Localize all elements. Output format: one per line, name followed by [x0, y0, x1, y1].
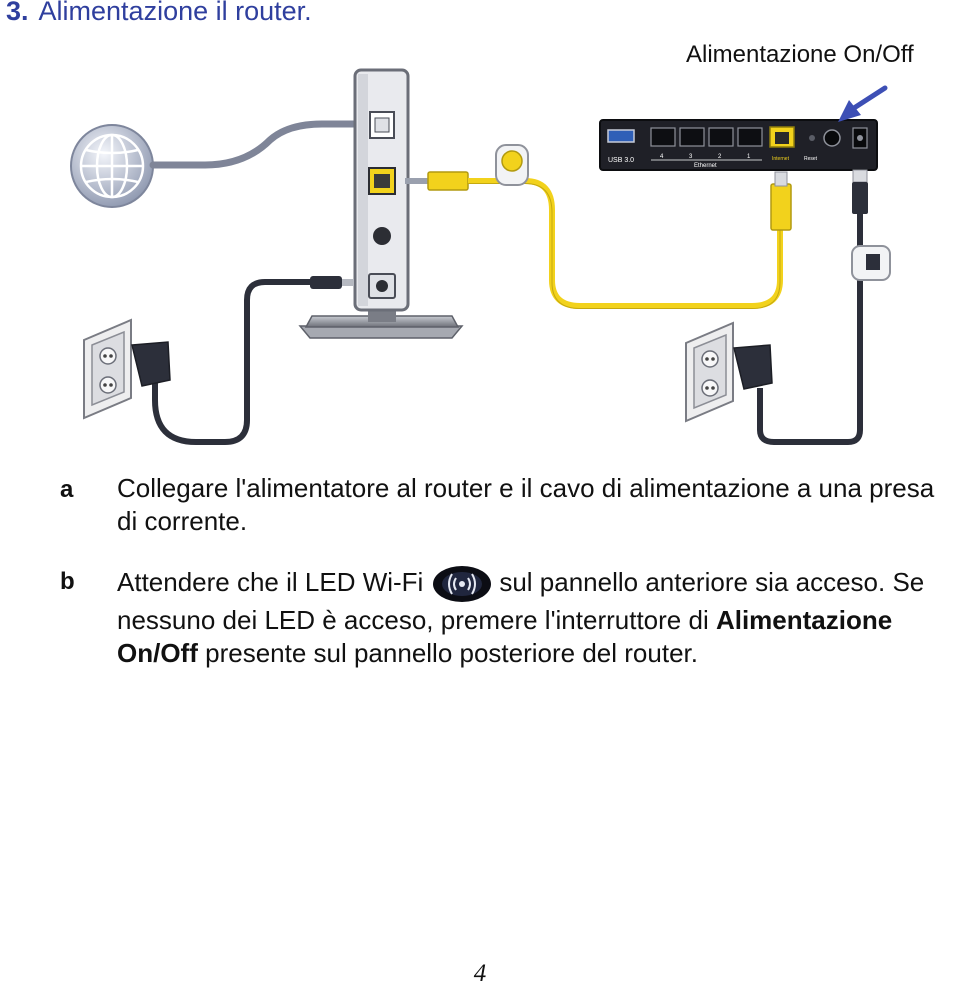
- phone-cable: [149, 120, 374, 169]
- wifi-led-icon: [433, 566, 492, 602]
- ferrite-bead-power: [851, 245, 891, 281]
- lan-port-4-label: 4: [660, 154, 664, 160]
- step-a-text: Collegare l'alimentatore al router e il …: [117, 473, 935, 536]
- reset-button: [809, 135, 815, 141]
- ethernet-plug-modem: [427, 171, 469, 191]
- reset-label: Reset: [804, 156, 818, 162]
- router-back-panel: USB 3.0 4 3 2 1 Ethernet Internet Reset: [599, 119, 878, 171]
- power-switch-arrow-icon: [838, 85, 888, 122]
- section-number: 3.: [6, 0, 29, 26]
- modem-power-cable: [152, 279, 312, 445]
- router-power-cable: [757, 214, 863, 445]
- lan-port-1-label: 1: [747, 154, 751, 160]
- step-b-bold-power-switch: Alimentazione On/Off: [117, 605, 893, 668]
- power-switch-icon: [823, 129, 841, 147]
- router-setup-illustration: USB 3.0 4 3 2 1 Ethernet Internet Reset: [70, 68, 891, 445]
- internet-port-label: Internet: [772, 156, 790, 162]
- ethernet-cable: [468, 178, 783, 309]
- step-b-text-end: presente sul pannello posteriore del rou…: [205, 638, 698, 668]
- step-b-text-start: Attendere che il LED Wi-Fi: [117, 566, 424, 597]
- page-number: 4: [473, 960, 487, 987]
- modem-device: [298, 68, 464, 339]
- step-b-letter: b: [60, 568, 75, 595]
- step-a-letter: a: [60, 476, 74, 503]
- lan-port-3-label: 3: [689, 154, 693, 160]
- usb-port-label: USB 3.0: [608, 157, 634, 164]
- power-switch-callout: Alimentazione On/Off: [686, 41, 914, 68]
- modem-power-plug: [310, 276, 342, 289]
- wall-outlet-left: [83, 318, 171, 420]
- ethernet-label: Ethernet: [694, 163, 717, 169]
- ferrite-bead: [495, 144, 529, 186]
- section-title: Alimentazione il router.: [38, 0, 312, 26]
- step-b-text-middle: sul pannello anteriore sia acceso. Se ne…: [117, 566, 925, 635]
- lan-port-2-label: 2: [718, 154, 722, 160]
- usb-port: [607, 129, 635, 143]
- section-heading: 3. Alimentazione il router.: [6, 0, 312, 27]
- router-power-plug: [852, 169, 868, 183]
- ethernet-plug-router: [770, 183, 792, 231]
- internet-globe-icon: [70, 124, 154, 208]
- wall-outlet-right: [685, 321, 773, 423]
